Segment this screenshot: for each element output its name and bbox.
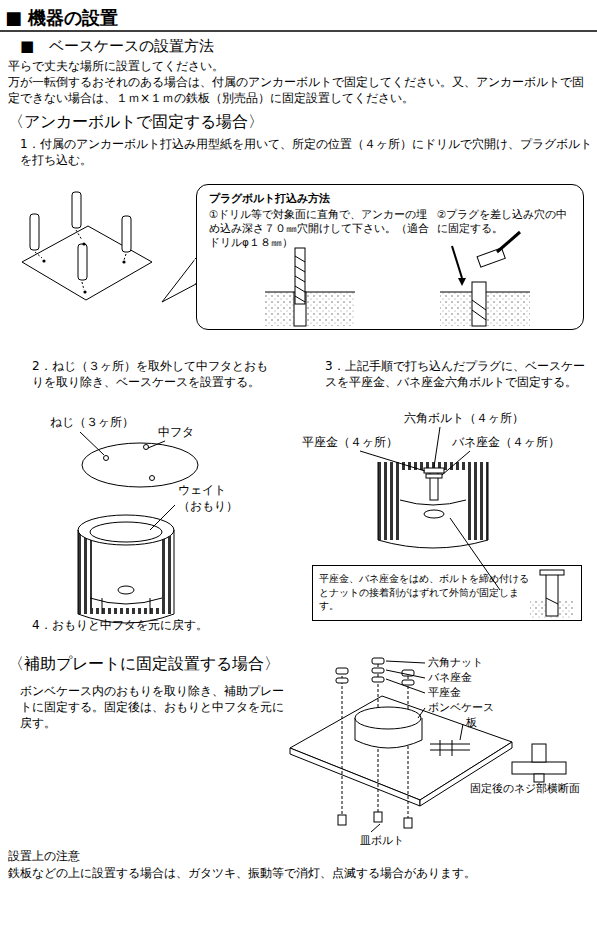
plate-fixing [290, 658, 566, 828]
label-text: バネ座金 [428, 671, 518, 686]
label-text: ねじ（３ヶ所） [50, 414, 160, 430]
note-text: ①ドリル等で対象面に直角で、アンカーの埋め込み深さ７０㎜穴開けして下さい。（適合… [209, 207, 431, 250]
label-text: 〈補助プレートに固定設置する場合〉 [8, 653, 328, 675]
label-text: ■ ベースケースの設置方法 [20, 36, 580, 56]
note-text: 平座金、バネ座金をはめ、ボルトを締め付けるとナットの接着剤がはずれて外筒が固定し… [319, 572, 531, 613]
label-text: バネ座金（４ヶ所） [452, 434, 582, 450]
drill-picture [265, 248, 355, 326]
hammer-picture [440, 232, 530, 326]
callout-pointer [162, 258, 196, 302]
page-title: ■ 機器の設置 [5, 6, 305, 30]
anchor-section [530, 570, 574, 618]
label-text: 板 [466, 716, 496, 731]
label-text: 皿ボルト [360, 834, 440, 849]
label-text: 鉄板などの上に設置する場合は、ガタツキ、振動等で消灯、点滅する場合があります。 [8, 865, 593, 881]
callout-heading: プラグボルト打込み方法 [209, 191, 429, 205]
label-text: 六角ボルト（４ヶ所） [404, 410, 554, 426]
label-text: 万が一転倒するおそれのある場合は、付属のアンカーボルトで固定してください。又、ア… [8, 74, 593, 106]
label-text: ボンベケース [428, 701, 538, 716]
case-bolting [378, 462, 488, 548]
label-text: 1．付属のアンカーボルト打込み用型紙を用いて、所定の位置（４ヶ所）にドリルで穴開… [20, 136, 592, 168]
title-rule [0, 30, 597, 32]
note-text: ②プラグを差し込み穴の中に固定する。 [437, 207, 577, 235]
label-text: 六角ナット [428, 656, 518, 671]
leader-line [80, 432, 175, 530]
label-text: 中フタ [158, 424, 218, 440]
label-text: 2．ねじ（３ヶ所）を取外して中フタとおもりを取り除き、ベースケースを設置する。 [32, 358, 272, 390]
label-text: ボンベケース内のおもりを取り除き、補助プレートに固定する。固定後は、おもりと中フ… [20, 683, 290, 732]
anchor-plate [22, 192, 152, 300]
label-text: ウェイト（おもり） [178, 482, 244, 514]
label-text: 固定後のネジ部横断面 [470, 782, 592, 797]
label-text: 平座金（４ヶ所） [302, 434, 422, 450]
lid-and-case [78, 443, 198, 623]
label-text: 平らで丈夫な場所に設置してください。 [8, 58, 593, 74]
note-box: 平座金、バネ座金をはめ、ボルトを締め付けるとナットの接着剤がはずれて外筒が固定し… [312, 565, 582, 621]
label-text: 設置上の注意 [8, 848, 208, 864]
label-text: 〈アンカーボルトで固定する場合〉 [8, 111, 408, 133]
label-text: 4．おもりと中フタを元に戻す。 [32, 617, 332, 633]
callout-box: プラグボルト打込み方法 ①ドリル等で対象面に直角で、アンカーの埋め込み深さ７０㎜穴… [196, 184, 584, 330]
label-text: 3．上記手順で打ち込んだプラグに、ベースケースを平座金、バネ座金六角ボルトで固定… [325, 358, 587, 390]
label-text: 平座金 [428, 686, 518, 701]
